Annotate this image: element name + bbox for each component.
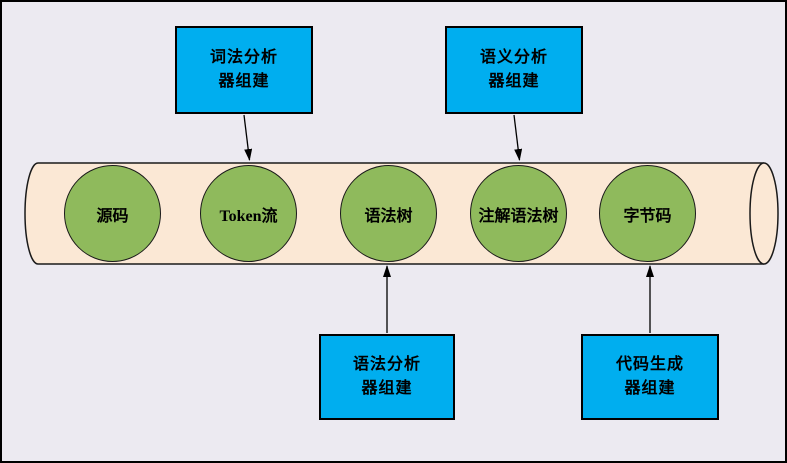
stage-circle-annotated-syntax-tree: 注解语法树 xyxy=(470,165,567,262)
stage-label: 字节码 xyxy=(623,207,672,225)
component-label-line1: 语义分析 xyxy=(479,49,548,66)
component-label-line1: 词法分析 xyxy=(209,49,278,66)
component-label-line2: 器组建 xyxy=(218,73,270,90)
stage-label: 注解语法树 xyxy=(478,207,559,225)
stage-circle-syntax-tree: 语法树 xyxy=(340,165,437,262)
component-label-line1: 代码生成 xyxy=(615,356,684,373)
stage-circle-bytecode: 字节码 xyxy=(599,165,696,262)
component-label-line2: 器组建 xyxy=(361,380,413,397)
component-box-code-generator: 代码生成 器组建 xyxy=(581,334,719,420)
stage-circle-source-code: 源码 xyxy=(64,165,161,262)
arrow-semantic-analyzer-to-annotated-tree xyxy=(513,114,523,161)
pipeline-cylinder-right-cap xyxy=(749,162,779,265)
component-label-line1: 语法分析 xyxy=(352,356,421,373)
stage-circle-token-stream: Token流 xyxy=(200,165,297,262)
component-box-syntax-analyzer: 语法分析 器组建 xyxy=(319,334,455,420)
stage-label: Token流 xyxy=(219,207,278,225)
stage-label: 源码 xyxy=(96,207,129,225)
stage-label: 语法树 xyxy=(364,207,413,225)
component-box-lexical-analyzer: 词法分析 器组建 xyxy=(175,26,313,114)
component-label-line2: 器组建 xyxy=(624,380,676,397)
arrow-lexical-analyzer-to-token-stream xyxy=(243,114,253,161)
component-box-semantic-analyzer: 语义分析 器组建 xyxy=(445,26,583,114)
component-label-line2: 器组建 xyxy=(488,73,540,90)
